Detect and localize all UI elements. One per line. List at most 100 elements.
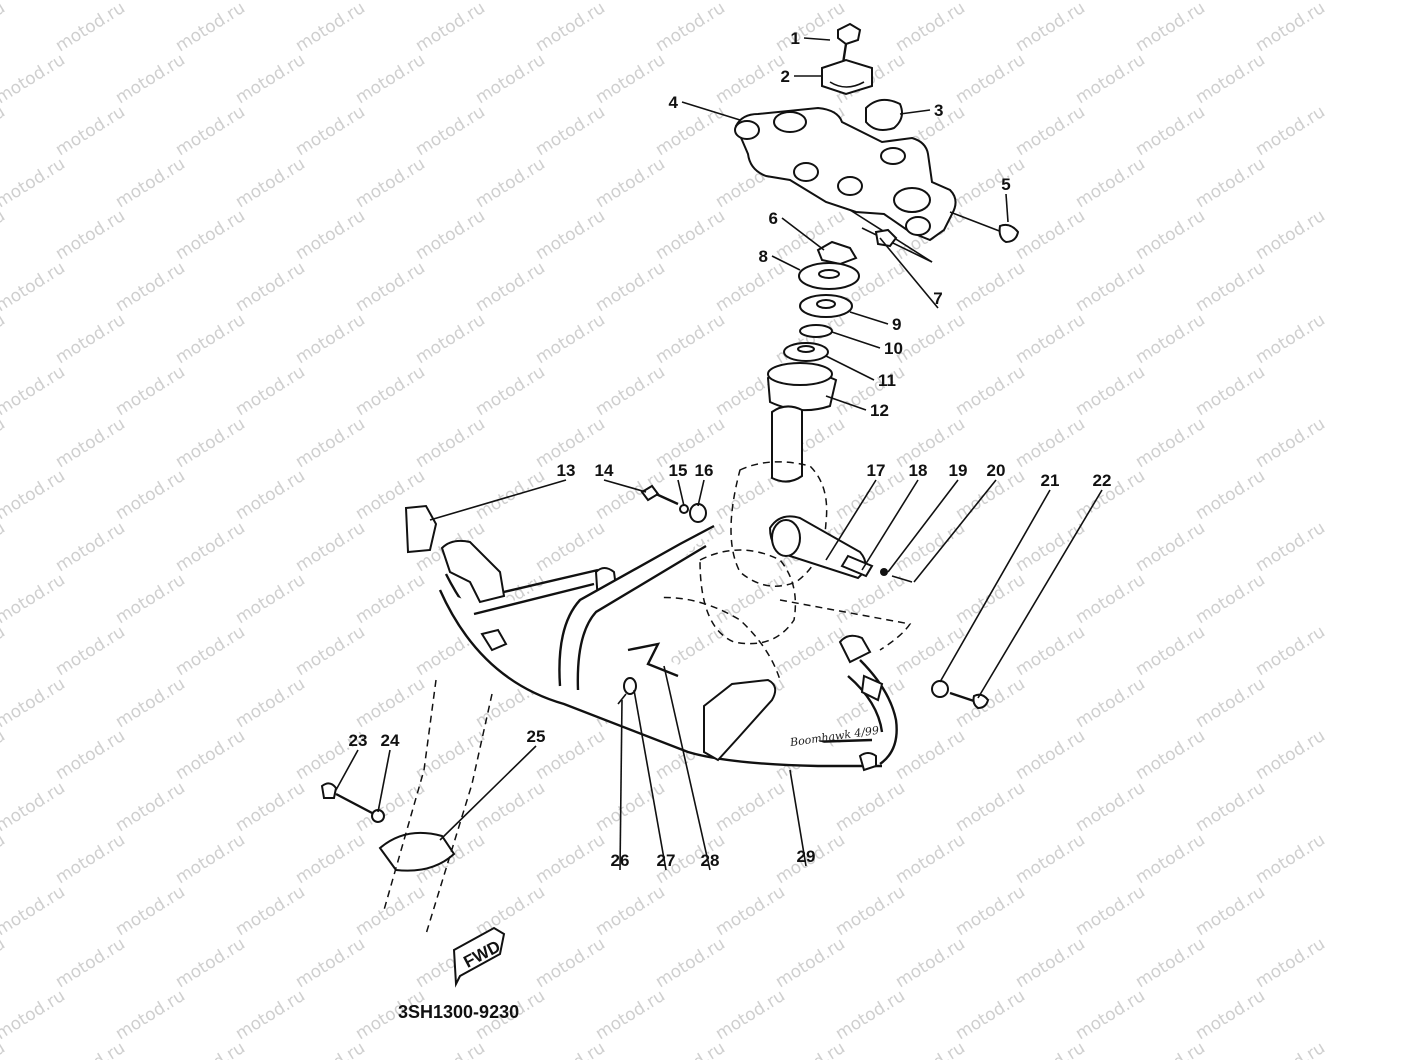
- watermark-text: motod.ru: [1132, 622, 1209, 680]
- watermark-text: motod.ru: [1012, 310, 1089, 368]
- watermark-text: motod.ru: [412, 1038, 489, 1060]
- watermark-text: motod.ru: [112, 362, 189, 420]
- watermark-text: motod.ru: [1072, 154, 1149, 212]
- watermark-text: motod.ru: [592, 258, 669, 316]
- watermark-text: motod.ru: [412, 310, 489, 368]
- watermark-text: motod.ru: [52, 206, 129, 264]
- callout-number: 1: [791, 29, 800, 48]
- watermark-text: motod.ru: [292, 518, 369, 576]
- watermark-text: motod.ru: [1192, 674, 1269, 732]
- watermark-text: motod.ru: [172, 206, 249, 264]
- watermark-text: motod.ru: [232, 674, 309, 732]
- leader-line: [939, 489, 1051, 683]
- watermark-text: motod.ru: [1252, 934, 1329, 992]
- watermark-text: motod.ru: [352, 154, 429, 212]
- watermark-text: motod.ru: [52, 0, 129, 56]
- watermark-text: motod.ru: [652, 0, 729, 56]
- watermark-text: motod.ru: [0, 414, 9, 472]
- watermark-text: motod.ru: [712, 882, 789, 940]
- watermark-text: motod.ru: [772, 0, 849, 56]
- watermark-text: motod.ru: [1072, 986, 1149, 1044]
- watermark-text: motod.ru: [952, 50, 1029, 108]
- callout-number: 2: [781, 67, 790, 86]
- watermark-text: motod.ru: [532, 102, 609, 160]
- watermark-text: motod.ru: [472, 0, 549, 4]
- watermark-text: motod.ru: [1012, 726, 1089, 784]
- callout-number: 9: [892, 315, 901, 334]
- watermark-text: motod.ru: [952, 258, 1029, 316]
- watermark-text: motod.ru: [712, 778, 789, 836]
- watermark-text: motod.ru: [0, 0, 69, 4]
- watermark-text: motod.ru: [412, 726, 489, 784]
- watermark-text: motod.ru: [892, 310, 969, 368]
- watermark-text: motod.ru: [232, 882, 309, 940]
- watermark-text: motod.ru: [232, 986, 309, 1044]
- watermark-text: motod.ru: [712, 0, 789, 4]
- watermark-text: motod.ru: [232, 466, 309, 524]
- callout-number: 20: [987, 461, 1006, 480]
- callout-number: 13: [557, 461, 576, 480]
- watermark-text: motod.ru: [1072, 0, 1149, 4]
- leader-line: [663, 665, 711, 871]
- watermark-text: motod.ru: [1132, 102, 1209, 160]
- watermark-text: motod.ru: [1252, 206, 1329, 264]
- watermark-text: motod.ru: [592, 0, 669, 4]
- watermark-text: motod.ru: [532, 830, 609, 888]
- watermark-text: motod.ru: [1012, 830, 1089, 888]
- watermark-text: motod.ru: [1132, 206, 1209, 264]
- watermark-text: motod.ru: [352, 0, 429, 4]
- watermark-text: motod.ru: [832, 778, 909, 836]
- watermark-text: motod.ru: [172, 310, 249, 368]
- watermark-text: motod.ru: [112, 778, 189, 836]
- watermark-text: motod.ru: [0, 882, 69, 940]
- watermark-text: motod.ru: [232, 50, 309, 108]
- watermark-text: motod.ru: [412, 206, 489, 264]
- callout-number: 16: [695, 461, 714, 480]
- callout-number: 12: [870, 401, 889, 420]
- leader-lines: [335, 37, 1103, 871]
- watermark-text: motod.ru: [532, 310, 609, 368]
- watermark-text: motod.ru: [292, 830, 369, 888]
- leader-line: [681, 101, 741, 121]
- watermark-text: motod.ru: [1012, 102, 1089, 160]
- leader-line: [825, 479, 877, 561]
- watermark-text: motod.ru: [112, 570, 189, 628]
- watermark-text: motod.ru: [0, 50, 69, 108]
- watermark-text: motod.ru: [832, 570, 909, 628]
- callout-number: 5: [1001, 175, 1010, 194]
- callout-number: 27: [657, 851, 676, 870]
- watermark-text: motod.ru: [352, 50, 429, 108]
- callout-number: 14: [595, 461, 614, 480]
- watermark-text: motod.ru: [1192, 0, 1269, 4]
- watermark-text: motod.ru: [112, 986, 189, 1044]
- watermark-text: motod.ru: [1192, 154, 1269, 212]
- leader-line: [603, 479, 647, 493]
- watermark-text: motod.ru: [112, 258, 189, 316]
- watermark-text: motod.ru: [472, 778, 549, 836]
- watermark-text: motod.ru: [52, 310, 129, 368]
- watermark-text: motod.ru: [1132, 1038, 1209, 1060]
- watermark-text: motod.ru: [292, 1038, 369, 1060]
- watermark-text: motod.ru: [592, 50, 669, 108]
- watermark-text: motod.ru: [292, 0, 369, 56]
- watermark-text: motod.ru: [1072, 258, 1149, 316]
- watermark-text: motod.ru: [1012, 1038, 1089, 1060]
- leader-line: [849, 311, 889, 325]
- watermark-text: motod.ru: [712, 50, 789, 108]
- leader-line: [913, 479, 997, 583]
- watermark-text: motod.ru: [172, 518, 249, 576]
- watermark-text: motod.ru: [232, 362, 309, 420]
- watermark-text: motod.ru: [1252, 622, 1329, 680]
- callout-number: 10: [884, 339, 903, 358]
- watermark-text: motod.ru: [172, 414, 249, 472]
- watermark-text: motod.ru: [352, 882, 429, 940]
- leader-line: [879, 237, 939, 309]
- watermark-text: motod.ru: [412, 0, 489, 56]
- watermark-text: motod.ru: [532, 206, 609, 264]
- watermark-text: motod.ru: [1012, 934, 1089, 992]
- watermark-text: motod.ru: [1132, 414, 1209, 472]
- callout-number: 6: [769, 209, 778, 228]
- watermark-text: motod.ru: [292, 102, 369, 160]
- watermark-text: motod.ru: [712, 570, 789, 628]
